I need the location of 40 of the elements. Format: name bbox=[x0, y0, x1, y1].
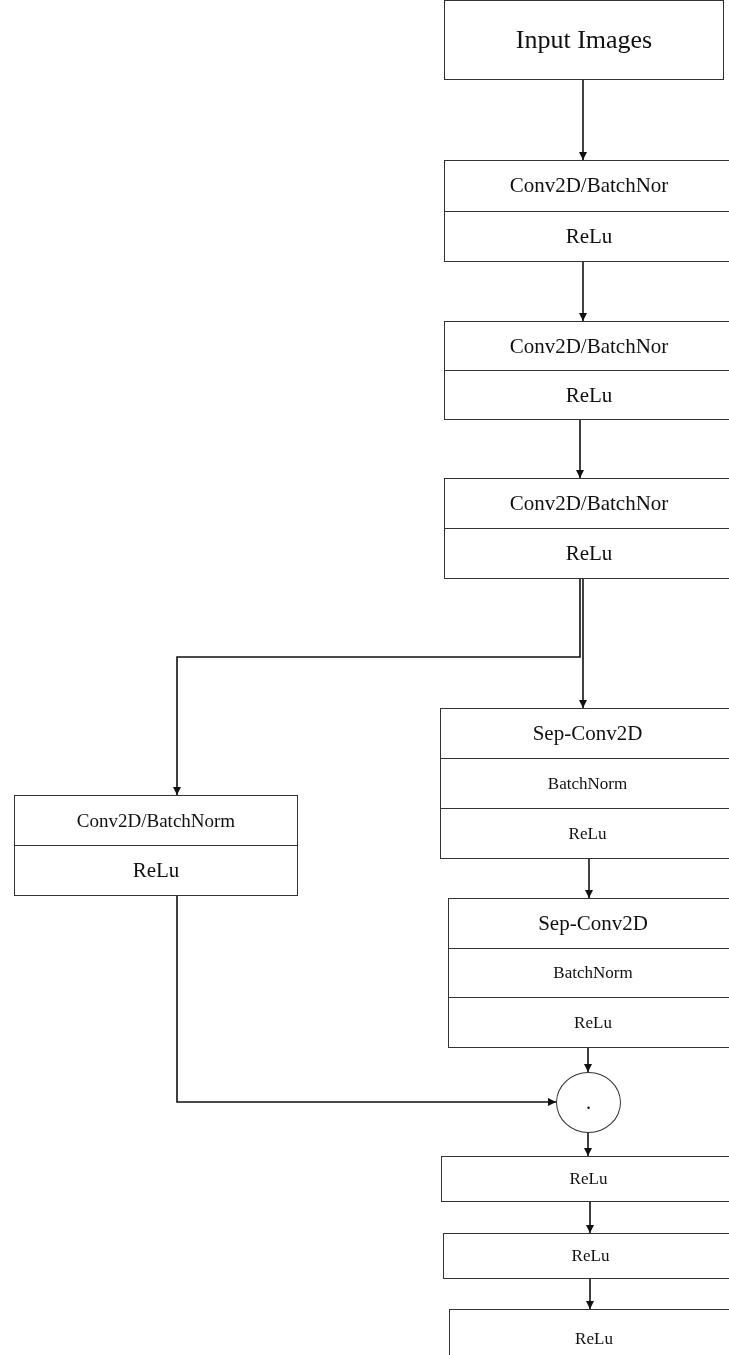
arrow bbox=[585, 858, 593, 899]
layer-label: ReLu bbox=[569, 1169, 608, 1189]
layer-label: ReLu bbox=[568, 823, 607, 844]
layer-box bbox=[443, 1233, 729, 1279]
layer-label: ReLu bbox=[132, 858, 180, 883]
layer-box bbox=[14, 795, 298, 896]
layer-label: ReLu bbox=[565, 223, 613, 249]
layer-label: Sep-Conv2D bbox=[538, 910, 648, 936]
layer-label: Input Images bbox=[515, 25, 653, 55]
layer-box bbox=[444, 160, 729, 262]
arrow bbox=[579, 578, 587, 709]
layer-box bbox=[440, 708, 729, 859]
arrow bbox=[173, 578, 581, 796]
layer-box bbox=[444, 321, 729, 420]
layer-label: ReLu bbox=[575, 1329, 613, 1349]
layer-box bbox=[444, 478, 729, 579]
layer-box bbox=[449, 1309, 729, 1355]
arrow bbox=[586, 1278, 594, 1310]
layer-box bbox=[448, 898, 729, 1048]
arrow bbox=[576, 419, 584, 479]
layer-label: Conv2D/BatchNor bbox=[509, 333, 669, 359]
layer-label: ReLu bbox=[574, 1012, 612, 1033]
arrow bbox=[579, 79, 587, 161]
layer-label: ReLu bbox=[565, 382, 613, 408]
layer-label: BatchNorm bbox=[547, 773, 628, 794]
layer-label: Conv2D/BatchNor bbox=[509, 173, 669, 199]
layer-label: Conv2D/BatchNor bbox=[509, 491, 669, 516]
arrow bbox=[584, 1047, 592, 1073]
arrow bbox=[579, 261, 587, 322]
layer-box bbox=[441, 1156, 729, 1202]
layer-box bbox=[444, 0, 724, 80]
layer-label: Conv2D/BatchNorm bbox=[76, 809, 236, 832]
layer-label: BatchNorm bbox=[553, 963, 633, 983]
arrow bbox=[586, 1201, 594, 1234]
arrow bbox=[176, 895, 557, 1106]
layer-label: Sep-Conv2D bbox=[532, 721, 643, 746]
operator-symbol: . bbox=[586, 1091, 591, 1114]
arrow bbox=[584, 1132, 592, 1157]
layer-label: ReLu bbox=[571, 1246, 610, 1266]
layer-label: ReLu bbox=[565, 541, 613, 566]
